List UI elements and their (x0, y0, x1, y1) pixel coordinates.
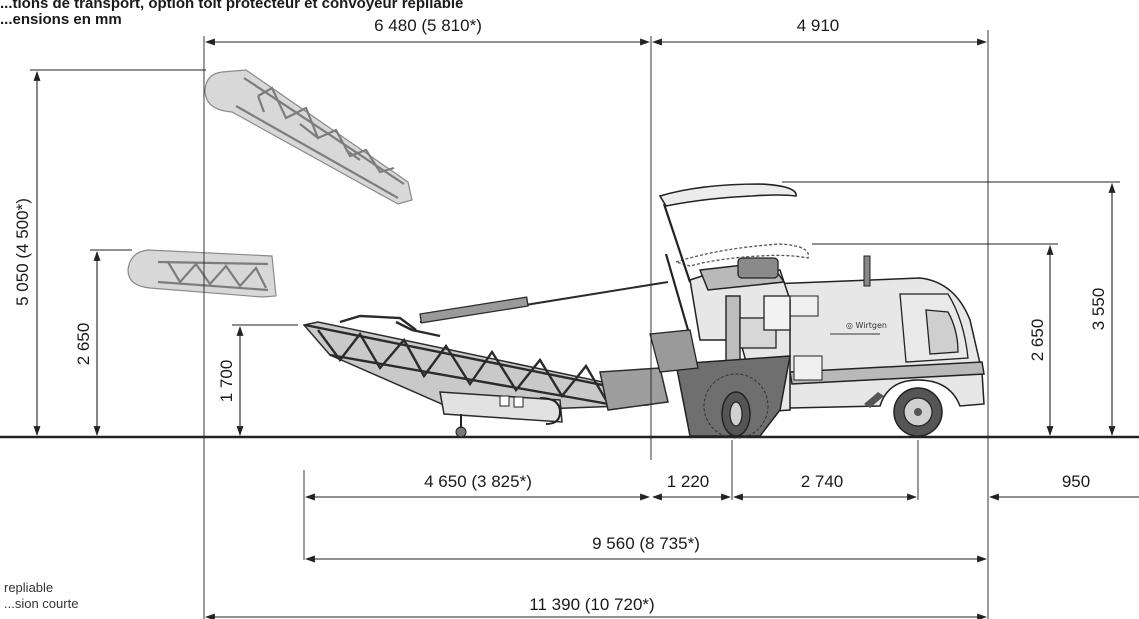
dim-canopy-up: 3 550 (1089, 288, 1108, 331)
dim-height-lowered: 1 700 (217, 360, 236, 403)
cold-milling-machine: ◎ Wirtgen (649, 183, 985, 439)
dim-front-to-drum: 1 220 (667, 472, 710, 491)
conveyor-raised-phantom (204, 69, 413, 205)
dim-total-length: 11 390 (10 720*) (529, 595, 654, 614)
dim-machine-length: 9 560 (8 735*) (592, 534, 700, 553)
dim-top-right: 4 910 (797, 16, 840, 35)
dim-height-folded: 2 650 (74, 323, 93, 366)
units-caption: ...ensions en mm (0, 11, 122, 28)
footnote-line-2: ...sion courte (4, 596, 78, 611)
dim-rear-overhang: 950 (1062, 472, 1090, 491)
dim-wheelbase: 2 740 (801, 472, 844, 491)
svg-text:◎ Wirtgen: ◎ Wirtgen (846, 321, 887, 330)
dim-top-left: 6 480 (5 810*) (374, 16, 482, 35)
conveyor-folded-phantom (127, 249, 277, 298)
footnote-line-1: repliable (4, 580, 53, 595)
dim-conveyor-overhang: 4 650 (3 825*) (424, 472, 532, 491)
page-heading-partial: ...tions de transport, option toit prote… (0, 0, 463, 12)
conveyor-lowered (302, 281, 669, 438)
dim-height-raised: 5 050 (4 500*) (13, 198, 32, 306)
dim-canopy-folded: 2 650 (1028, 319, 1047, 362)
